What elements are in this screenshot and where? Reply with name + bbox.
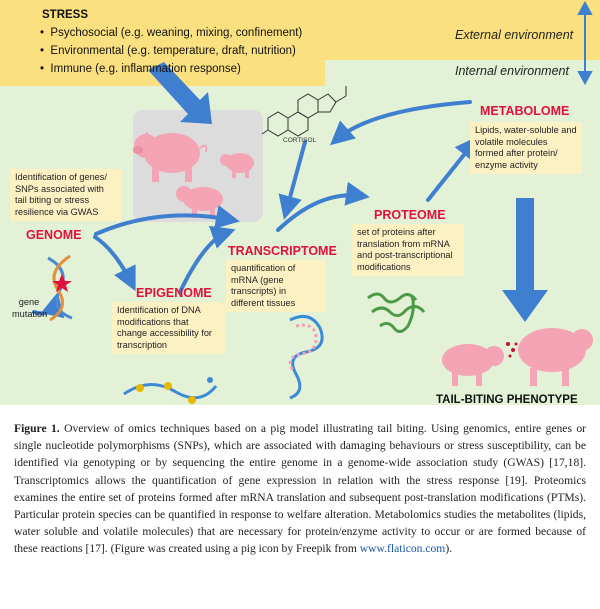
phenotype-pigs: [442, 328, 593, 386]
environment-divider-arrow: [577, 0, 593, 86]
external-environment-label: External environment: [455, 28, 574, 42]
flaticon-link[interactable]: www.flaticon.com: [359, 542, 446, 556]
genome-title: GENOME: [26, 228, 82, 242]
metabolome-to-transcriptome-arrow: [329, 100, 472, 146]
stress-item: • Psychosocial (e.g. weaning, mixing, co…: [40, 27, 303, 39]
stress-title: STRESS: [42, 9, 89, 21]
stress-item-text: Environmental (e.g. temperature, draft, …: [50, 45, 296, 57]
stress-to-pigs-arrow: [148, 62, 212, 124]
tail-biting-phenotype-label: TAIL-BITING PHENOTYPE: [436, 394, 578, 406]
stress-item-text: Psychosocial (e.g. weaning, mixing, conf…: [50, 27, 303, 39]
genome-description: Identification of genes/ SNPs associated…: [10, 169, 122, 221]
figure-label: Figure 1.: [14, 422, 60, 435]
figure-caption: Figure 1. Overview of omics techniques b…: [14, 420, 586, 558]
caption-text: Overview of omics techniques based on a …: [14, 422, 586, 556]
epigenome-dna-icon: [123, 377, 218, 404]
genome-to-epigenome-arrow: [93, 235, 136, 292]
epigenome-description: Identification of DNA modifications that…: [112, 302, 226, 354]
pig-group: [133, 132, 254, 218]
omics-diagram: [32, 0, 593, 404]
metabolome-title: METABOLOME: [480, 104, 570, 118]
caption-text-end: ).: [445, 542, 453, 556]
stress-item-text: Immune (e.g. inflammation response): [50, 63, 241, 75]
cortisol-label: CORTISOL: [283, 137, 317, 144]
stress-band: [0, 0, 600, 60]
pig-icon-large: [133, 132, 208, 182]
dna-helix-icon: [47, 254, 73, 322]
proteome-to-metabolome-arrow: [426, 135, 479, 202]
blood-drops-icon: [506, 342, 518, 358]
mrna-strand-icon: [288, 314, 324, 400]
epigenome-title: EPIGENOME: [136, 286, 212, 300]
gene-mutation-arrow: [32, 292, 65, 319]
transcriptome-title: TRANSCRIPTOME: [228, 244, 337, 258]
pig-icon-medium: [176, 186, 223, 218]
pig-icon-biter: [442, 344, 504, 386]
stress-item: • Environmental (e.g. temperature, draft…: [40, 45, 296, 57]
cortisol-to-transcriptome-arrow: [278, 140, 307, 220]
epigenome-to-transcriptome-arrow: [178, 225, 236, 294]
proteome-title: PROTEOME: [374, 208, 446, 222]
proteome-description: set of proteins after translation from m…: [352, 224, 464, 276]
gene-mutation-label: gene mutation: [12, 297, 48, 319]
metabolome-to-phenotype-arrow: [502, 198, 548, 322]
cortisol-molecule: [261, 86, 347, 137]
pig-icon-victim: [518, 328, 593, 386]
stress-item: • Immune (e.g. inflammation response): [40, 63, 241, 75]
internal-environment-label: Internal environment: [455, 64, 569, 78]
mutation-star-icon: [52, 274, 72, 292]
genome-to-transcriptome-arrow: [94, 205, 240, 236]
protein-structure-icon: [367, 292, 426, 333]
metabolome-description: Lipids, water-soluble and volatile molec…: [470, 122, 582, 174]
transcriptome-to-proteome-arrow: [276, 181, 370, 232]
pig-icon-small-top: [220, 153, 254, 178]
transcriptome-description: quantification of mRNA (gene transcripts…: [226, 260, 326, 312]
